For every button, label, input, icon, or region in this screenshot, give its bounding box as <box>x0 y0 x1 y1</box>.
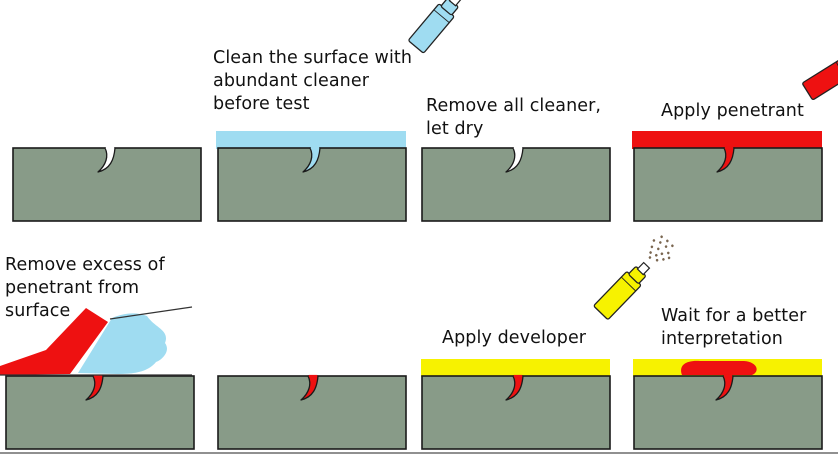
can-nozzle <box>636 261 651 276</box>
spray-particle <box>666 251 670 255</box>
step-6-illustration <box>217 374 407 450</box>
spray-particle <box>667 256 671 260</box>
can-nozzle <box>448 0 463 7</box>
developer-layer <box>421 359 610 377</box>
spray-particle <box>654 253 658 257</box>
spray-particle <box>660 235 663 239</box>
penetrant-spray-can <box>802 57 838 101</box>
spray-particle <box>666 239 669 243</box>
surface-crack <box>85 375 104 401</box>
step-4-caption: Apply penetrant <box>661 101 804 121</box>
spray-particle <box>650 245 654 249</box>
spray-particle <box>659 241 662 244</box>
can-band <box>433 9 450 23</box>
step-5-caption: Remove excess of penetrant from surface <box>5 255 165 321</box>
surface-crack <box>715 375 734 401</box>
step-1-illustration <box>12 146 202 222</box>
cleaner-layer <box>216 131 406 149</box>
step-5-illustration <box>0 306 195 450</box>
cleaner-spray-can <box>408 0 463 54</box>
can-body <box>802 57 838 101</box>
surface-crack <box>505 375 524 401</box>
step-8-caption: Wait for a better interpretation <box>661 306 807 349</box>
spray-particle <box>660 252 664 256</box>
step-3-illustration <box>421 146 611 222</box>
can-band <box>620 276 637 292</box>
step-4-illustration <box>632 131 823 222</box>
step-7-caption: Apply developer <box>442 328 587 348</box>
spray-particle <box>657 247 660 251</box>
spray-particle <box>655 258 659 262</box>
surface-crack <box>300 375 319 401</box>
step-2-illustration <box>216 131 407 222</box>
surface-crack <box>97 147 116 173</box>
developer-spray-can <box>593 235 674 320</box>
wiping-tool-edge <box>109 306 193 320</box>
surface-crack <box>716 147 735 173</box>
spray-particle <box>649 251 652 254</box>
step-2-caption: Clean the surface with abundant cleaner … <box>213 48 413 114</box>
wiped-penetrant-streak <box>0 308 108 375</box>
spray-particle <box>662 258 665 261</box>
spray-particle <box>664 245 668 248</box>
step-3-caption: Remove all cleaner, let dry <box>426 96 602 139</box>
spray-particle <box>648 256 652 259</box>
surface-crack <box>302 147 321 173</box>
bleed-out-indication <box>681 360 757 375</box>
step-7-illustration <box>421 359 611 450</box>
step-8-illustration <box>633 359 823 450</box>
surface-crack <box>505 147 524 173</box>
cleaner-cloth <box>78 313 167 374</box>
spray-particle <box>652 239 656 242</box>
spray-particle <box>671 244 674 248</box>
penetrant-layer <box>632 131 822 149</box>
